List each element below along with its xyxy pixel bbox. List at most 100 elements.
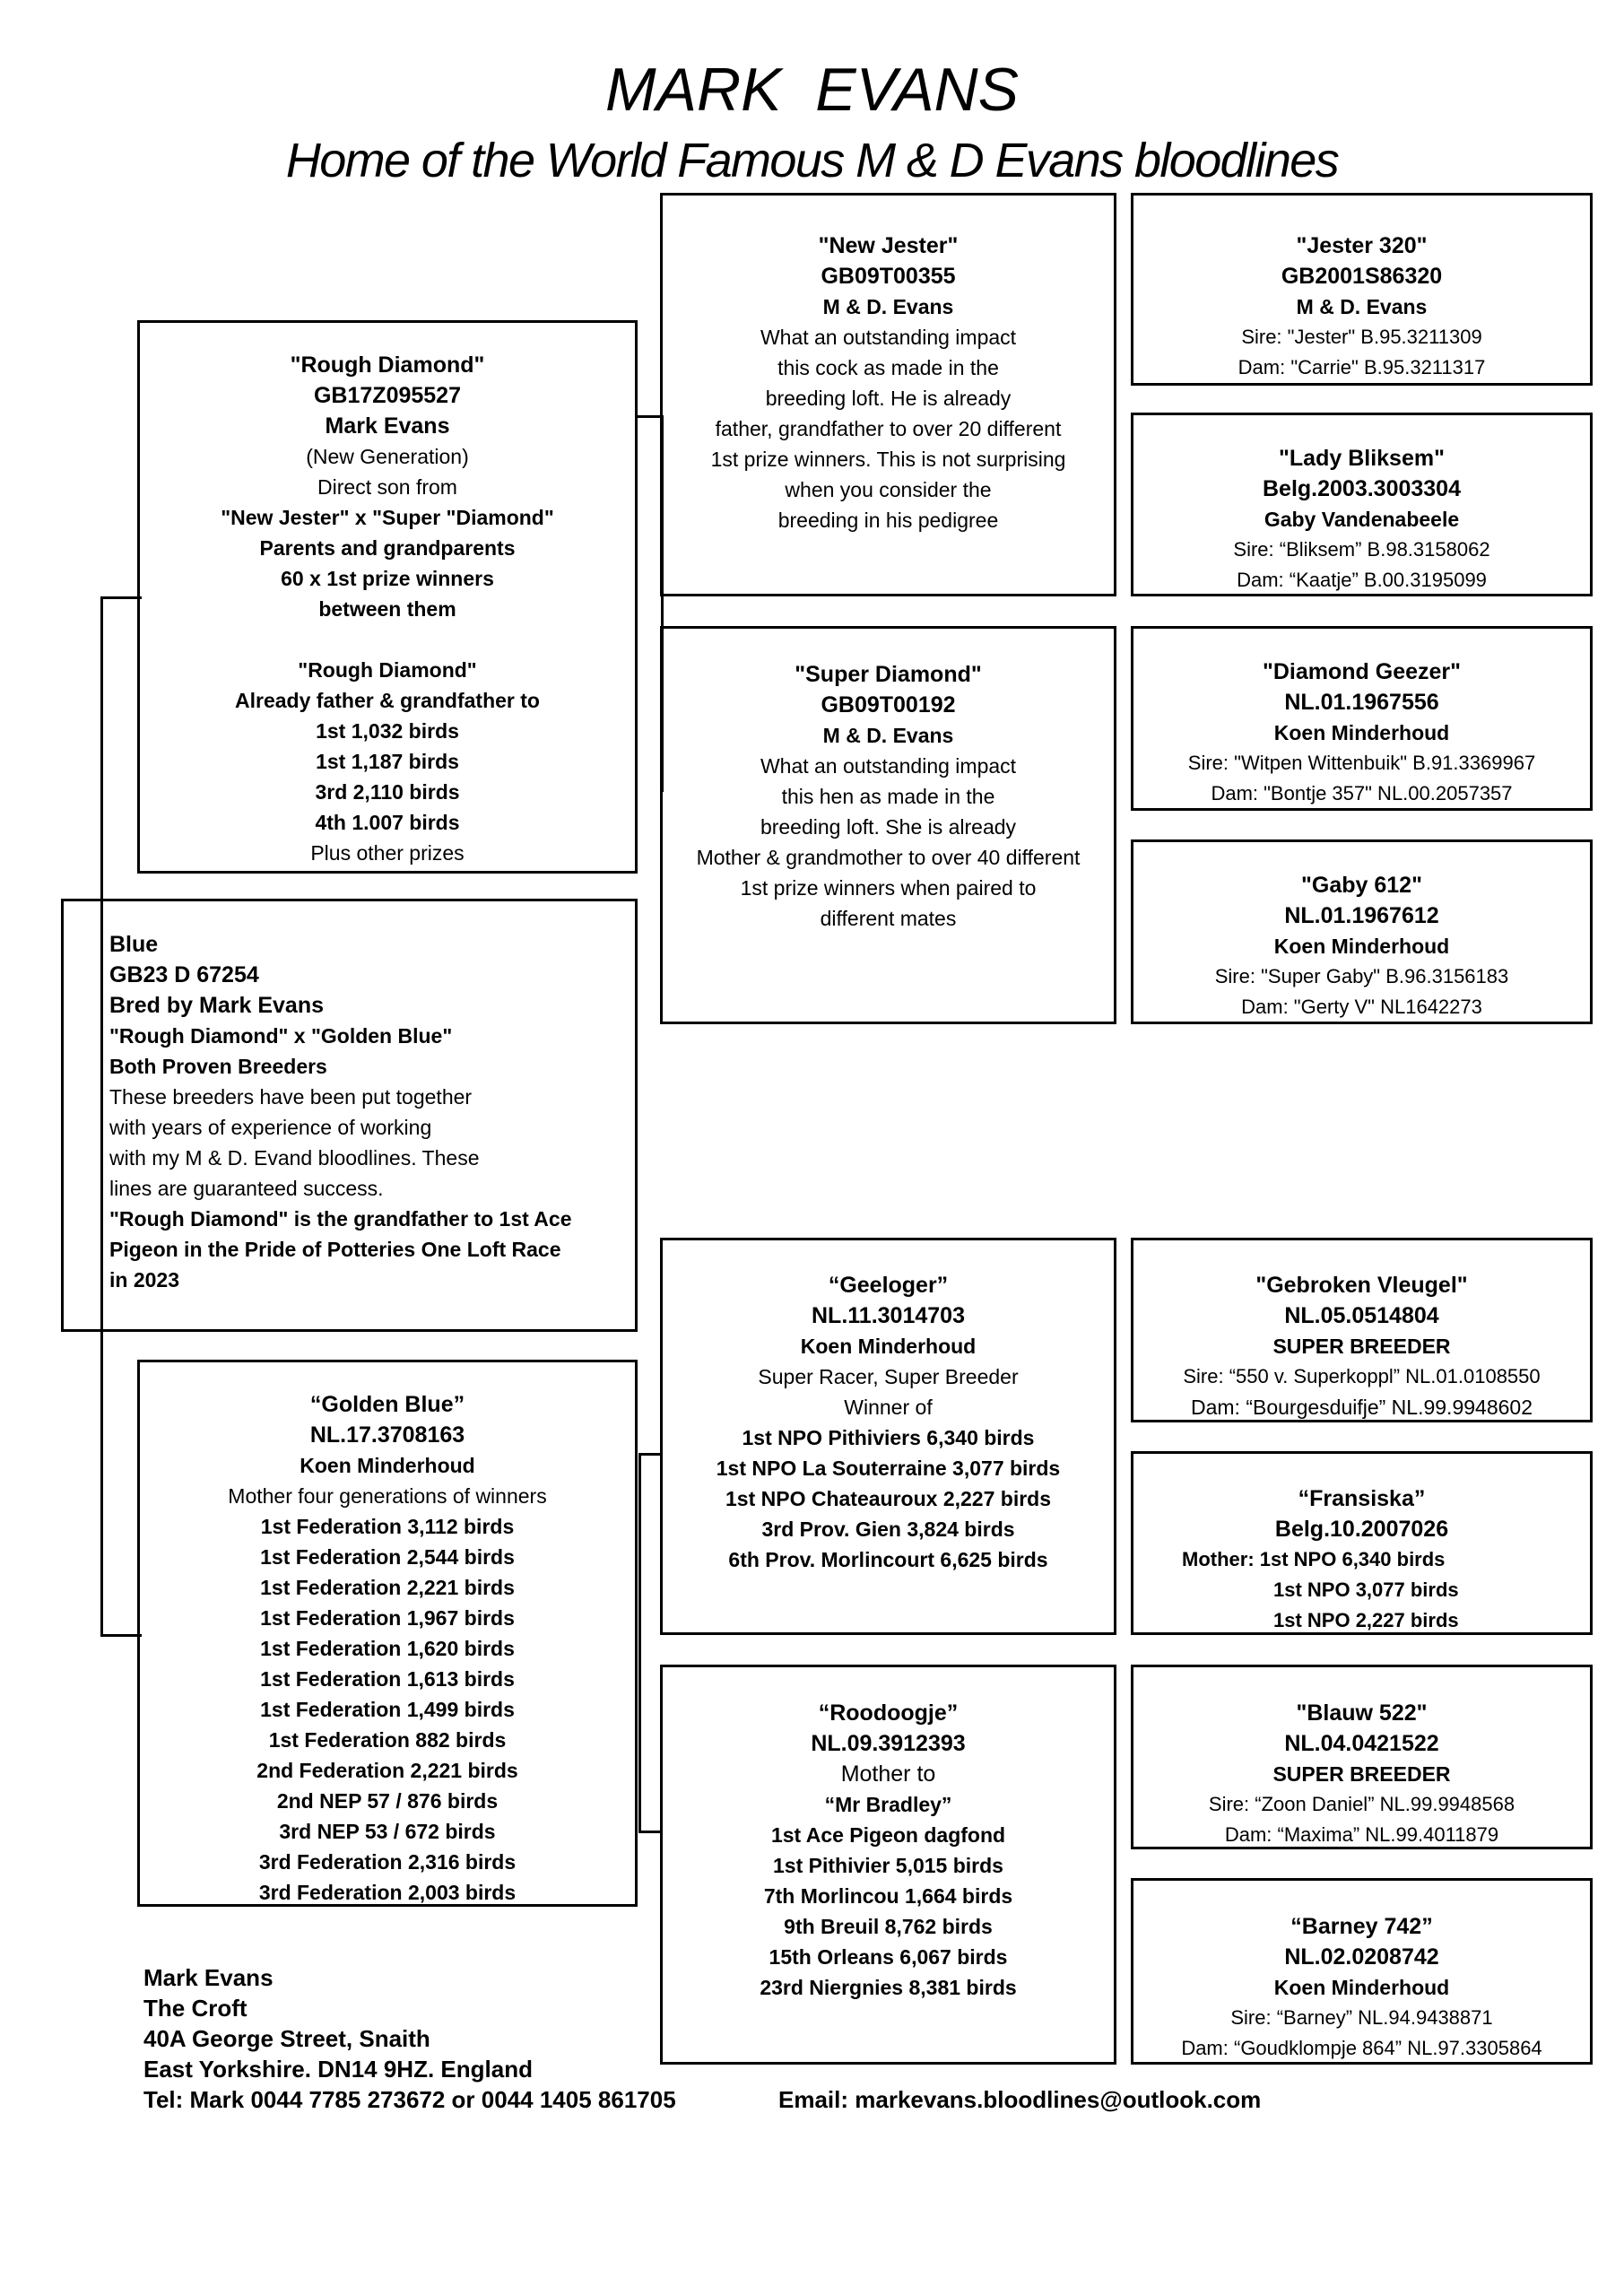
gd2-line: 7th Morlincou 1,664 birds bbox=[763, 1884, 1013, 1908]
subject-line: lines are guaranteed success. bbox=[109, 1177, 384, 1200]
g8-line: NL.02.0208742 bbox=[1284, 1944, 1439, 1970]
dam-line: 1st Federation 882 birds bbox=[268, 1728, 507, 1752]
g4-line: "Gaby 612" bbox=[1301, 873, 1422, 898]
g7-line: NL.04.0421522 bbox=[1284, 1731, 1439, 1756]
sire-line: Direct son from bbox=[317, 475, 457, 499]
dam-line: 1st Federation 1,967 birds bbox=[260, 1606, 515, 1630]
page-title: MARK EVANS bbox=[604, 56, 1020, 124]
g3-line: Koen Minderhoud bbox=[1273, 721, 1450, 744]
gs2-line: 1st NPO Pithiviers 6,340 birds bbox=[742, 1426, 1035, 1449]
g2-line: Sire: “Bliksem” B.98.3158062 bbox=[1233, 538, 1490, 561]
gs2-line: 6th Prov. Morlincourt 6,625 birds bbox=[728, 1548, 1048, 1571]
sire-line: "Rough Diamond" bbox=[290, 352, 485, 378]
gd1-line: M & D. Evans bbox=[822, 724, 954, 747]
dam-line: 1st Federation 1,620 birds bbox=[260, 1637, 515, 1660]
contact-region: East Yorkshire. DN14 9HZ. England bbox=[143, 2056, 533, 2083]
gd2-line: “Roodoogje” bbox=[818, 1700, 959, 1726]
dam-line: 3rd Federation 2,316 birds bbox=[258, 1850, 517, 1874]
sire-line: "New Jester" x "Super "Diamond" bbox=[221, 506, 554, 529]
gs1-line: 1st prize winners. This is not surprisin… bbox=[710, 448, 1066, 471]
gs2-line: 1st NPO La Souterraine 3,077 birds bbox=[716, 1457, 1061, 1480]
gd1-line: this hen as made in the bbox=[781, 785, 995, 808]
g1-line: Dam: "Carrie" B.95.3211317 bbox=[1238, 356, 1486, 378]
g1-line: M & D. Evans bbox=[1296, 295, 1428, 318]
dam-line: 1st Federation 2,221 birds bbox=[260, 1576, 515, 1599]
gs1-line: M & D. Evans bbox=[822, 295, 954, 318]
dam-line: 1st Federation 3,112 birds bbox=[260, 1515, 515, 1538]
subject-line: GB23 D 67254 bbox=[109, 962, 259, 987]
gd2-line: 9th Breuil 8,762 birds bbox=[784, 1915, 993, 1938]
dam-line: Koen Minderhoud bbox=[300, 1454, 475, 1477]
subject-line: Both Proven Breeders bbox=[109, 1055, 327, 1078]
gd1-line: What an outstanding impact bbox=[760, 754, 1017, 778]
gd1-line: GB09T00192 bbox=[821, 692, 956, 718]
gs1-line: breeding in his pedigree bbox=[777, 509, 999, 532]
sire-line: 3rd 2,110 birds bbox=[315, 780, 460, 804]
dam-line: 1st Federation 1,499 birds bbox=[260, 1698, 515, 1721]
gd1-line: "Super Diamond" bbox=[795, 662, 982, 687]
gs2-line: 1st NPO Chateauroux 2,227 birds bbox=[725, 1487, 1051, 1510]
gs2-line: Super Racer, Super Breeder bbox=[758, 1365, 1019, 1388]
gd2-line: Mother to bbox=[840, 1761, 936, 1787]
subject-line: with years of experience of working bbox=[109, 1116, 432, 1139]
contact-email: Email: markevans.bloodlines@outlook.com bbox=[778, 2086, 1262, 2113]
g1-line: Sire: "Jester" B.95.3211309 bbox=[1241, 326, 1482, 348]
connector-dam-parents-vertical bbox=[638, 1453, 641, 1833]
gd2-line: 1st Pithivier 5,015 birds bbox=[773, 1854, 1003, 1877]
sire-line: between them bbox=[318, 597, 456, 621]
connector-gd2-stub bbox=[638, 1831, 663, 1833]
dam-line: 2nd NEP 57 / 876 birds bbox=[276, 1789, 499, 1813]
contact-telephone: Tel: Mark 0044 7785 273672 or 0044 1405 … bbox=[143, 2086, 676, 2113]
dam-line: Mother four generations of winners bbox=[228, 1484, 547, 1508]
gs1-line: GB09T00355 bbox=[821, 264, 956, 289]
contact-street: 40A George Street, Snaith bbox=[143, 2025, 430, 2052]
g2-line: "Lady Bliksem" bbox=[1279, 446, 1445, 471]
sire-line: (New Generation) bbox=[306, 445, 469, 468]
g6-line: Belg.10.2007026 bbox=[1274, 1517, 1449, 1542]
g8-line: Koen Minderhoud bbox=[1273, 1976, 1450, 1999]
subject-line: Pigeon in the Pride of Potteries One Lof… bbox=[109, 1238, 561, 1261]
g7-line: SUPER BREEDER bbox=[1272, 1762, 1451, 1786]
g6-line: 1st NPO 2,227 birds bbox=[1273, 1609, 1459, 1631]
g1-line: "Jester 320" bbox=[1296, 233, 1428, 258]
contact-house: The Croft bbox=[143, 1995, 248, 2022]
connector-dam-stub bbox=[100, 1634, 142, 1637]
gs1-line: "New Jester" bbox=[818, 233, 959, 258]
gs1-line: What an outstanding impact bbox=[760, 326, 1017, 349]
dam-line: 1st Federation 1,613 birds bbox=[260, 1667, 515, 1691]
dam-line: NL.17.3708163 bbox=[309, 1422, 465, 1448]
dam-line: 2nd Federation 2,221 birds bbox=[256, 1759, 518, 1782]
g3-line: NL.01.1967556 bbox=[1284, 690, 1439, 715]
subject-line: These breeders have been put together bbox=[109, 1085, 473, 1109]
g7-line: Sire: “Zoon Daniel” NL.99.9948568 bbox=[1208, 1793, 1515, 1815]
connector-sire-stub bbox=[100, 596, 142, 599]
gs1-line: breeding loft. He is already bbox=[765, 387, 1012, 410]
gs2-line: Winner of bbox=[844, 1396, 933, 1419]
gs2-line: “Geeloger” bbox=[828, 1273, 949, 1298]
g1-line: GB2001S86320 bbox=[1281, 264, 1443, 289]
connector-sire-parents-stub bbox=[636, 415, 664, 418]
sire-line: GB17Z095527 bbox=[313, 383, 461, 408]
subject-line: Bred by Mark Evans bbox=[109, 993, 324, 1018]
gs2-line: Koen Minderhoud bbox=[800, 1335, 977, 1358]
g5-line: SUPER BREEDER bbox=[1272, 1335, 1451, 1358]
g4-line: Koen Minderhoud bbox=[1273, 935, 1450, 958]
g6-line: Mother: 1st NPO 6,340 birds bbox=[1182, 1548, 1446, 1570]
subject-line: with my M & D. Evand bloodlines. These bbox=[109, 1146, 480, 1170]
gs2-line: 3rd Prov. Gien 3,824 birds bbox=[761, 1518, 1015, 1541]
g4-line: Dam: "Gerty V" NL1642273 bbox=[1241, 996, 1482, 1018]
g6-line: “Fransiska” bbox=[1298, 1486, 1426, 1511]
g7-line: Dam: “Maxima” NL.99.4011879 bbox=[1224, 1823, 1499, 1846]
gs1-line: when you consider the bbox=[785, 478, 992, 501]
subject-line: "Rough Diamond" x "Golden Blue" bbox=[109, 1024, 453, 1048]
sire-line: 60 x 1st prize winners bbox=[281, 567, 494, 590]
subject-line: "Rough Diamond" is the grandfather to 1s… bbox=[109, 1207, 572, 1231]
gd1-line: breeding loft. She is already bbox=[760, 815, 1017, 839]
